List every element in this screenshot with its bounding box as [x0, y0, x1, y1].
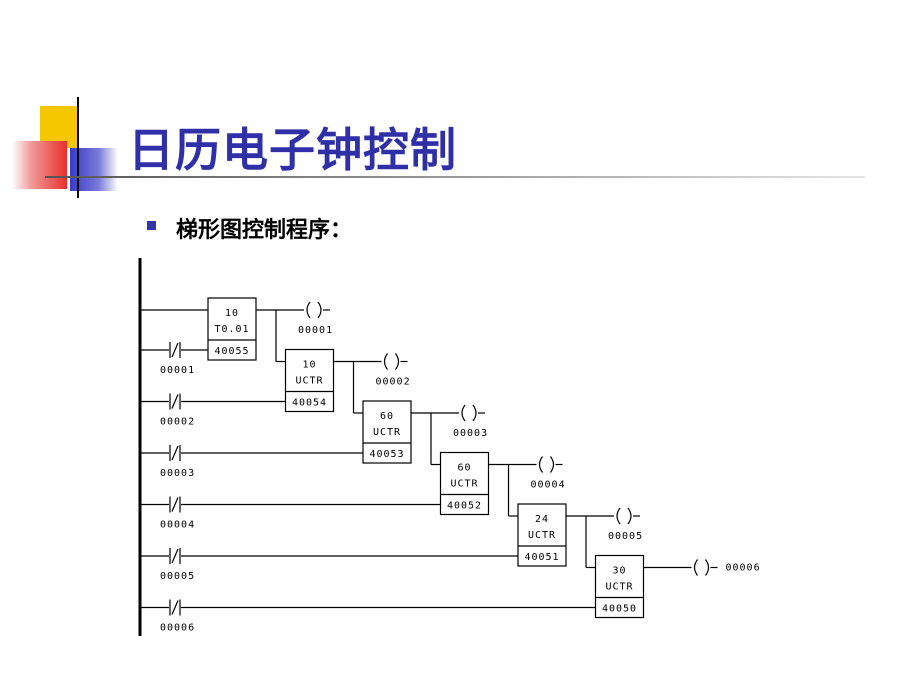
coil-left-arc [616, 507, 621, 525]
block-address-label: 40053 [369, 449, 404, 460]
contact-slash [171, 548, 179, 564]
block-preset-label: 60 [380, 411, 394, 422]
block-preset-label: 10 [225, 308, 239, 319]
coil-address-label: 00001 [298, 325, 333, 336]
block-address-label: 40055 [214, 346, 249, 357]
deco-horizontal-line [45, 176, 865, 178]
coil-address-label: 00003 [453, 428, 488, 439]
block-type-label: UCTR [295, 376, 323, 387]
contact-address-label: 00004 [160, 520, 195, 531]
coil-right-arc [395, 353, 400, 370]
contact-slash [171, 394, 179, 409]
contact-slash [171, 497, 179, 512]
slide-subtitle: 梯形图控制程序： [176, 218, 353, 243]
slide-title: 日历电子钟控制 [128, 123, 457, 177]
block-type-label: UCTR [528, 530, 556, 541]
function-block [517, 503, 567, 567]
block-preset-label: 24 [535, 514, 549, 525]
coil-left-arc [306, 301, 311, 319]
bullet-square-icon [147, 221, 156, 230]
coil-left-arc [693, 559, 698, 576]
block-address-label: 40051 [524, 552, 559, 563]
contact-slash [171, 445, 179, 461]
block-address-label: 40054 [292, 398, 327, 409]
contact-address-label: 00001 [160, 365, 195, 376]
contact-slash [171, 600, 179, 615]
coil-address-label: 00002 [376, 377, 411, 388]
block-address-label: 40052 [447, 501, 482, 512]
coil-address-label: 00005 [608, 531, 643, 542]
block-address-label: 40050 [602, 604, 637, 615]
contact-address-label: 00006 [160, 623, 195, 634]
coil-left-arc [461, 404, 466, 422]
coil-right-arc [317, 301, 322, 319]
block-type-label: T0.01 [214, 324, 249, 335]
block-type-label: UCTR [605, 582, 633, 593]
block-type-label: UCTR [373, 427, 401, 438]
function-block [594, 554, 645, 619]
coil-right-arc [627, 507, 632, 525]
coil-right-arc [705, 559, 710, 576]
contact-address-label: 00005 [160, 571, 195, 582]
coil-right-arc [472, 404, 477, 422]
coil-right-arc [550, 456, 555, 473]
function-block [207, 297, 257, 361]
function-block [362, 400, 412, 464]
coil-left-arc [383, 353, 388, 370]
coil-left-arc [538, 456, 543, 473]
coil-address-label: 00004 [531, 480, 566, 491]
contact-address-label: 00003 [160, 468, 195, 479]
block-preset-label: 60 [457, 463, 471, 474]
coil-address-label: 00006 [726, 563, 761, 574]
function-block [439, 451, 490, 516]
deco-vertical-line [77, 97, 79, 198]
block-type-label: UCTR [450, 479, 478, 490]
block-preset-label: 10 [302, 360, 316, 371]
block-preset-label: 30 [612, 566, 626, 577]
function-block [284, 348, 335, 413]
deco-red-square [12, 141, 67, 189]
contact-address-label: 00002 [160, 417, 195, 428]
contact-slash [171, 342, 179, 358]
